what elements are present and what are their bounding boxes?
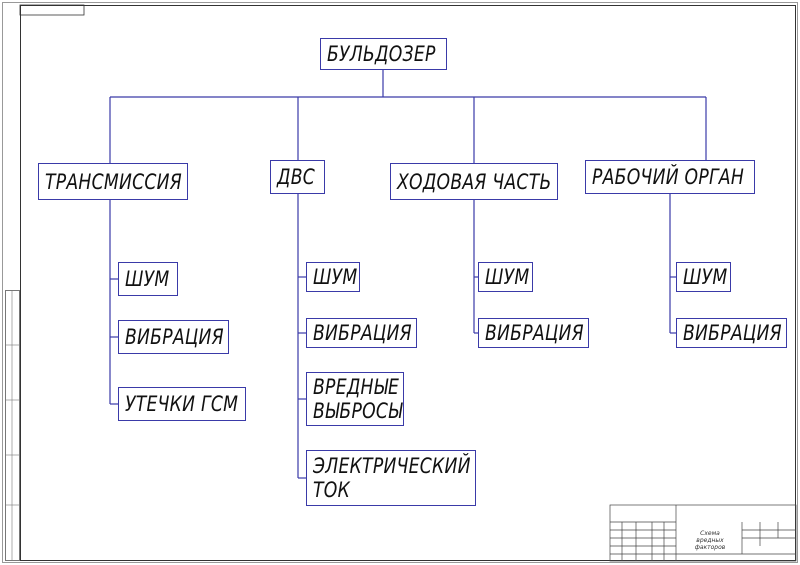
factor-node: ВРЕДНЫЕ ВЫБРОСЫ — [306, 372, 404, 426]
root-node: БУЛЬДОЗЕР — [320, 38, 447, 70]
factor-node: УТЕЧКИ ГСМ — [118, 387, 246, 421]
factor-node-label: УТЕЧКИ ГСМ — [125, 392, 239, 416]
drawing-frame — [20, 5, 796, 561]
branch-node-label: РАБОЧИЙ ОРГАН — [592, 165, 745, 189]
branch-node: ДВС — [270, 160, 325, 194]
factor-node-label: ВИБРАЦИЯ — [313, 321, 412, 345]
branch-node-label: ХОДОВАЯ ЧАСТЬ — [397, 169, 552, 194]
binding-strip — [5, 290, 20, 561]
factor-node-label: ЭЛЕКТРИЧЕСКИЙ ТОК — [313, 454, 471, 502]
factor-node: ВИБРАЦИЯ — [306, 318, 417, 348]
factor-node-label: ШУМ — [485, 265, 530, 289]
factor-node-label: ШУМ — [125, 267, 170, 291]
factor-node: ШУМ — [306, 262, 360, 292]
branch-node-label: ТРАНСМИССИЯ — [45, 169, 183, 194]
title-block-caption: Схема вредных факторов — [694, 530, 726, 551]
factor-node: ШУМ — [118, 262, 178, 296]
branch-node: РАБОЧИЙ ОРГАН — [585, 160, 755, 194]
binding-strip-grid — [5, 290, 20, 561]
title-block-grid — [609, 504, 797, 562]
factor-node-label: ВИБРАЦИЯ — [485, 321, 584, 345]
root-node-label: БУЛЬДОЗЕР — [327, 42, 436, 66]
factor-node: ШУМ — [478, 262, 533, 292]
branch-node: ХОДОВАЯ ЧАСТЬ — [390, 163, 558, 200]
factor-node: ВИБРАЦИЯ — [118, 320, 229, 354]
factor-node-label: ВРЕДНЫЕ ВЫБРОСЫ — [313, 375, 403, 423]
factor-node: ВИБРАЦИЯ — [676, 318, 787, 348]
factor-node-label: ВИБРАЦИЯ — [683, 321, 782, 345]
corner-stamp — [19, 4, 85, 16]
factor-node-label: ШУМ — [683, 265, 728, 289]
factor-node-label: ВИБРАЦИЯ — [125, 325, 224, 349]
branch-node: ТРАНСМИССИЯ — [38, 163, 188, 200]
factor-node: ВИБРАЦИЯ — [478, 318, 589, 348]
factor-node: ШУМ — [676, 262, 731, 292]
factor-node-label: ШУМ — [313, 265, 358, 289]
branch-node-label: ДВС — [277, 165, 316, 189]
factor-node: ЭЛЕКТРИЧЕСКИЙ ТОК — [306, 450, 476, 506]
